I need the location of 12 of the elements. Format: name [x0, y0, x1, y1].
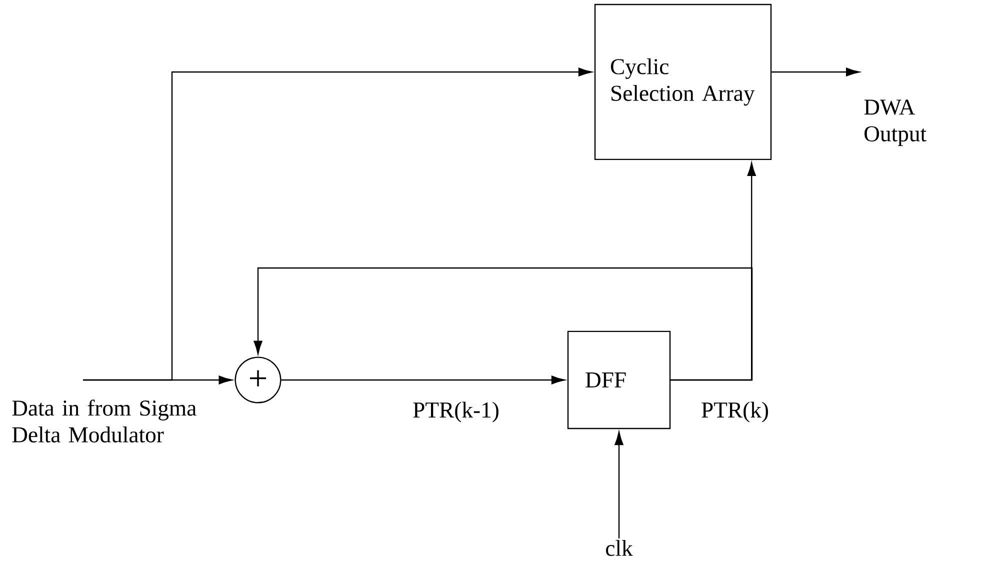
arrow — [772, 68, 860, 76]
register-box: DFF — [567, 330, 671, 430]
arrow — [614, 432, 624, 538]
label-text: DWA Output — [864, 100, 926, 146]
label-text: Data in from Sigma Delta Modulator — [12, 400, 196, 442]
arrow — [83, 68, 592, 381]
arrow — [281, 376, 565, 384]
block-box: Cyclic Selection Array — [594, 4, 772, 160]
arrow — [254, 267, 753, 381]
edge-label: PTR(k-1) — [411, 400, 501, 424]
label-text: clk — [606, 540, 633, 556]
edge-label: PTR(k) — [700, 400, 770, 424]
